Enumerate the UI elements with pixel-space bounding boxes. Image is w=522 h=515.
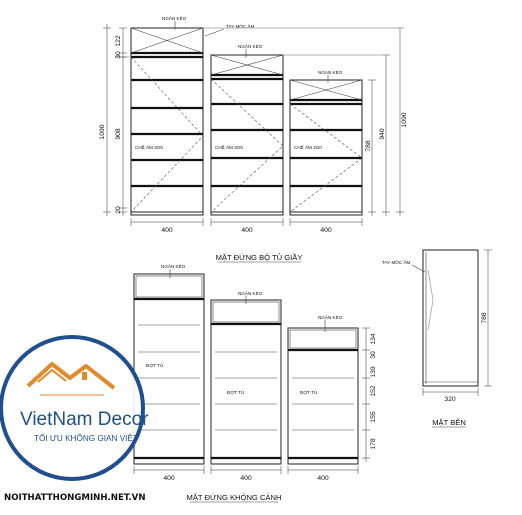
width-400-a: 400 <box>161 227 173 234</box>
front-view-title: MẶT ĐỨNG BỘ TỦ GIẦY <box>216 252 303 262</box>
bottom-width-dims <box>130 218 363 226</box>
dim-122: 122 <box>115 35 122 47</box>
cabinet-1-front <box>115 27 204 216</box>
width-400-f: 400 <box>317 475 329 482</box>
dim-1090-left: 1090 <box>99 124 106 139</box>
dim-134: 134 <box>370 333 377 345</box>
vietnam-decor-logo: VietNam Decor TỐI ƯU KHÔNG GIAN VIỆT <box>0 335 149 481</box>
drawer-label-5: NGĂN KÉO <box>238 290 263 296</box>
dim-139: 139 <box>370 366 377 378</box>
compartment-label-2: ĐỢT TỦ <box>227 389 244 395</box>
cabinet-1-open <box>133 273 205 465</box>
front-no-door-set: NGĂN KÉO NGĂN KÉO NGĂN KÉO ĐỢT TỦ ĐỢT TỦ… <box>133 263 377 503</box>
dim-30: 30 <box>115 51 122 59</box>
handle-label: TAY MÓC ÂM <box>226 23 255 29</box>
dim-788-side: 788 <box>481 312 488 324</box>
bottom-widths-open <box>133 466 359 474</box>
drawer-label-2: NGĂN KÉO <box>238 43 263 49</box>
side-view-title: MẶT BÊN <box>432 418 466 427</box>
hidden-leg-label-1: CHẾ ÂM 3G0 <box>135 144 163 150</box>
bottom-right-dimension-chain <box>362 327 370 462</box>
handle-label-side: TAY MÓC ÂM <box>382 259 411 265</box>
dim-20: 20 <box>115 206 122 214</box>
website-footer: NOITHATTHONGMINH.NET.VN <box>4 493 146 503</box>
logo-tagline: TỐI ƯU KHÔNG GIAN VIỆT <box>34 432 138 443</box>
compartment-label-3: ĐỢT TỦ <box>300 389 317 395</box>
cabinet-3-front <box>289 79 363 216</box>
width-320: 320 <box>444 396 456 403</box>
width-400-c: 400 <box>320 227 332 234</box>
cabinet-2-open <box>210 299 282 465</box>
dim-30-b: 30 <box>370 351 377 359</box>
front-elevation-set: NGĂN KÉO TAY MÓC ÂM NGĂN KÉO NGĂN KÉO CH… <box>99 15 408 263</box>
dim-940: 940 <box>379 128 386 140</box>
dim-152: 152 <box>370 385 377 397</box>
dim-1090-right: 1090 <box>401 112 408 127</box>
dim-908: 908 <box>115 128 122 140</box>
hidden-leg-label-2: CHẾ ÂM 3G0 <box>215 144 243 150</box>
dim-178: 178 <box>370 438 377 450</box>
logo-brand: VietNam Decor <box>20 409 149 430</box>
right-dimension-chain <box>203 27 404 216</box>
side-view: TAY MÓC ÂM 788 320 MẶT BÊN <box>382 249 492 428</box>
cabinet-2-front <box>210 54 284 216</box>
front-no-door-title: MẶT ĐỨNG KHÔNG CÁNH <box>187 493 282 502</box>
dim-788-top: 788 <box>365 140 372 152</box>
dim-155: 155 <box>370 411 377 423</box>
drawer-label-3: NGĂN KÉO <box>318 69 343 75</box>
drawer-label-1: NGĂN KÉO <box>162 15 187 21</box>
left-dimension-chain <box>103 24 127 216</box>
compartment-label-1: ĐỢT TỦ <box>146 362 163 368</box>
width-400-e: 400 <box>240 475 252 482</box>
drawer-label-6: NGĂN KÉO <box>318 314 343 320</box>
hidden-leg-label-3: CHẾ ÂM 3G0 <box>294 144 322 150</box>
cabinet-3-open <box>287 327 359 465</box>
house-roof-icon <box>26 362 116 396</box>
width-400-b: 400 <box>241 227 253 234</box>
drawer-label-4: NGĂN KÉO <box>161 263 186 269</box>
width-400-d: 400 <box>163 475 175 482</box>
